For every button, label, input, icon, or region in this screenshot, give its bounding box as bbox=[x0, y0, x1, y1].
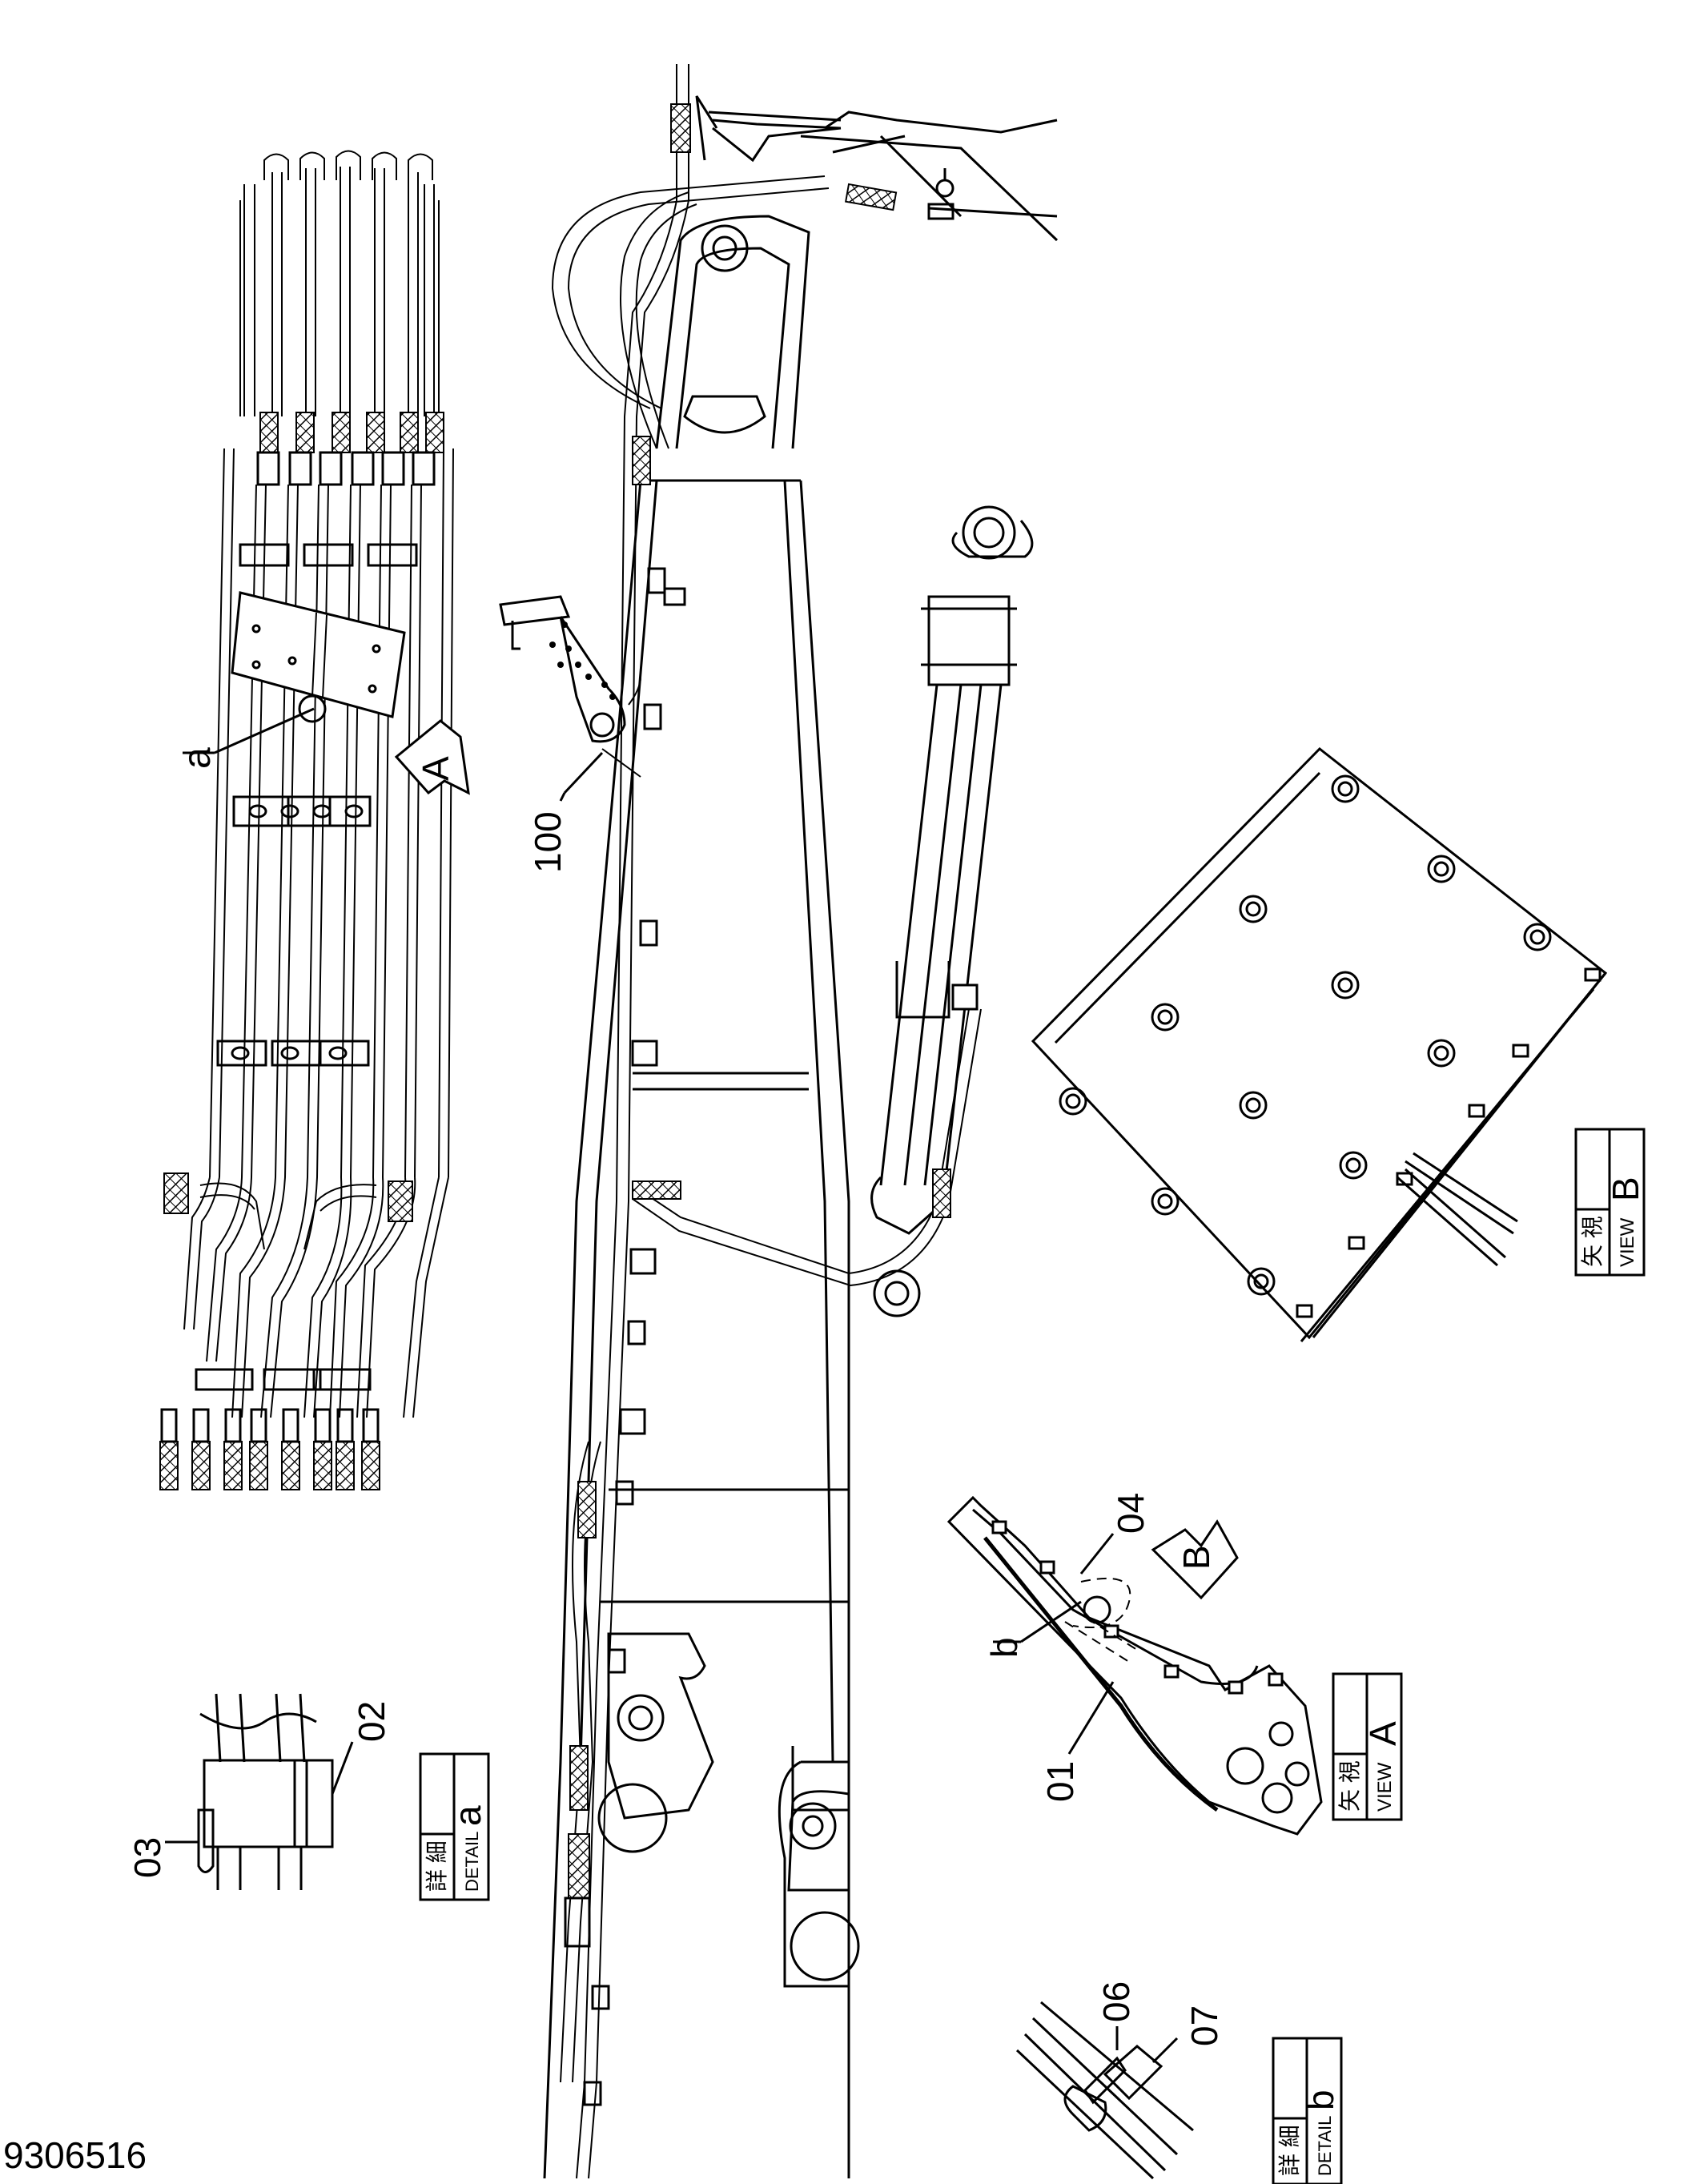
view-a-en: VIEW bbox=[1374, 1762, 1396, 1812]
drawing-number: 9306516 bbox=[3, 2134, 147, 2176]
callout-07: 07 bbox=[1184, 2005, 1225, 2046]
view-a-jp: 矢 視 bbox=[1337, 1760, 1362, 1812]
view-a-letter: A bbox=[1362, 1721, 1404, 1746]
callout-b: b bbox=[983, 1637, 1025, 1658]
view-b-jp: 矢 視 bbox=[1580, 1216, 1605, 1267]
view-b-letter: B bbox=[1605, 1176, 1646, 1201]
view-arrow-b-letter: B bbox=[1176, 1545, 1217, 1570]
detail-b-letter: b bbox=[1300, 2089, 1341, 2110]
detail-b-jp: 詳 細 bbox=[1277, 2125, 1302, 2176]
callout-03: 03 bbox=[127, 1837, 168, 1878]
callout-01: 01 bbox=[1039, 1761, 1081, 1802]
callout-02: 02 bbox=[351, 1701, 392, 1742]
detail-a-en: DETAIL bbox=[462, 1832, 482, 1892]
view-arrow-a-letter: A bbox=[415, 756, 456, 781]
callout-04: 04 bbox=[1110, 1493, 1151, 1534]
callout-100: 100 bbox=[527, 811, 569, 873]
detail-b-en: DETAIL bbox=[1315, 2116, 1335, 2176]
detail-a-jp: 詳 細 bbox=[424, 1840, 449, 1892]
view-a-bracket: 04 b 01 B bbox=[946, 1493, 1323, 1836]
detail-b-bolt: 06 07 bbox=[1015, 1981, 1225, 2180]
boom-assembly: 100 bbox=[499, 64, 1059, 2179]
view-b-en: VIEW bbox=[1617, 1217, 1638, 1267]
detail-a-label-box: 詳 細 DETAIL a bbox=[419, 1752, 490, 1901]
callout-a: a bbox=[176, 747, 219, 769]
detail-a-clamp: 02 03 bbox=[127, 1693, 392, 1890]
hose-bundle-plan-view: a A bbox=[159, 150, 470, 1490]
view-a-label-box: 矢 視 VIEW A bbox=[1332, 1672, 1404, 1821]
callout-06: 06 bbox=[1095, 1981, 1137, 2022]
view-b-label-box: 矢 視 VIEW B bbox=[1574, 1128, 1646, 1277]
view-b-clamp-plate bbox=[1031, 746, 1608, 1342]
detail-b-label-box: 詳 細 DETAIL b bbox=[1272, 2037, 1343, 2184]
detail-a-letter: a bbox=[447, 1805, 488, 1826]
